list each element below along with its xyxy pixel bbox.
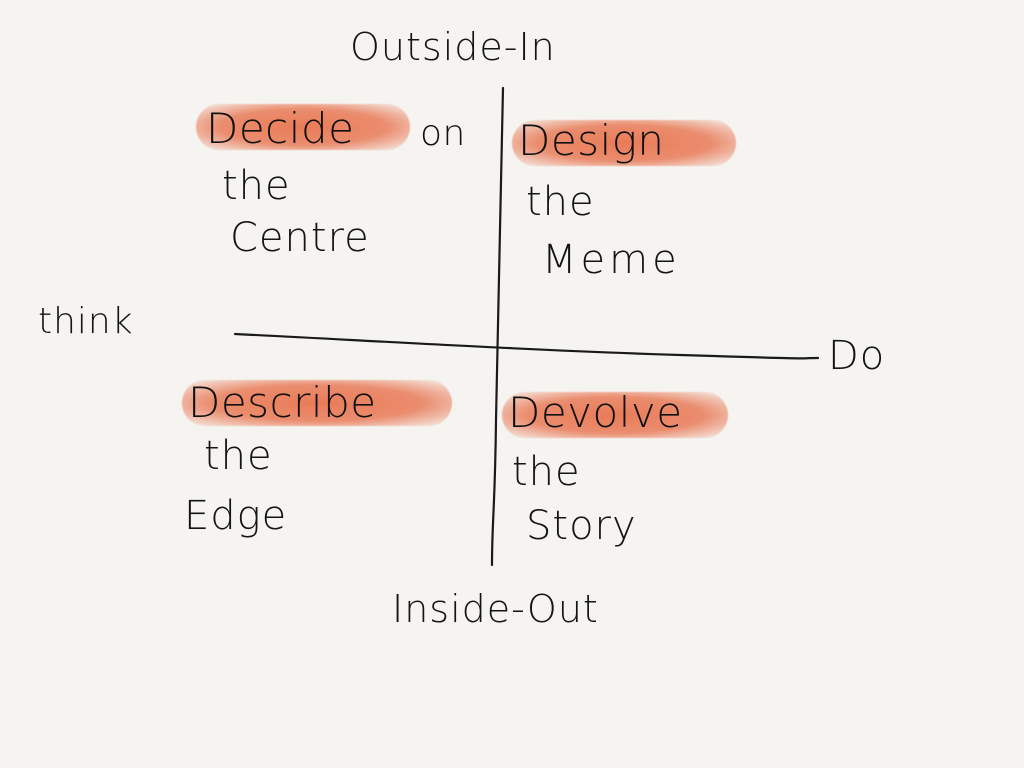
quadrant-line-centre: Centre (230, 215, 370, 261)
quadrant-title-describe: Describe (188, 378, 377, 427)
quadrant-title-suffix-on: on (420, 113, 466, 154)
quadrant-line-the: the (512, 449, 581, 495)
highlight-bottom-right (502, 392, 728, 438)
quadrant-line-the: the (222, 163, 291, 209)
quadrant-line-edge: Edge (184, 493, 288, 539)
highlight-top-right (512, 120, 736, 166)
quadrant-title-design: Design (518, 116, 665, 165)
vertical-axis (490, 86, 505, 567)
quadrant-title-devolve: Devolve (508, 388, 683, 437)
axis-label-top: Outside-In (350, 25, 556, 69)
highlight-bottom-left (182, 380, 452, 426)
quadrant-line-the: the (204, 433, 273, 479)
horizontal-axis (233, 332, 820, 360)
highlight-top-left (196, 104, 410, 150)
quadrant-line-story: Story (526, 503, 637, 549)
axis-label-bottom: Inside-Out (392, 587, 599, 631)
quadrant-line-the: the (526, 179, 595, 225)
quadrant-line-meme: Meme (542, 237, 681, 283)
axis-label-right: Do (828, 333, 886, 379)
quadrant-title-decide: Decide (206, 104, 355, 153)
axis-label-left: think (38, 301, 134, 342)
